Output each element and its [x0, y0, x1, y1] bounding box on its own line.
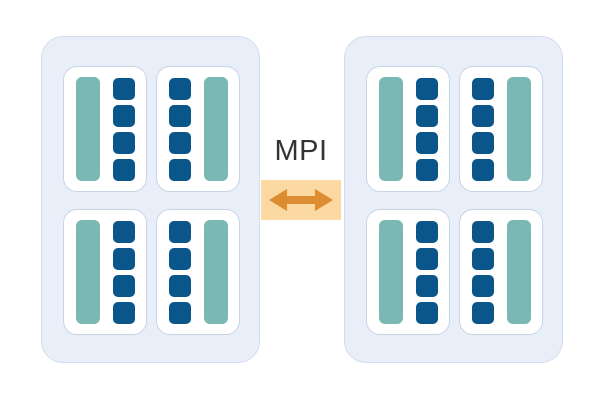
core-square-icon	[112, 131, 135, 154]
core-square-icon	[471, 274, 494, 297]
core-square-icon	[112, 77, 135, 100]
memory-bar-icon	[75, 220, 100, 324]
core-square-icon	[112, 274, 135, 297]
memory-bar-icon	[203, 77, 228, 181]
core-square-icon	[471, 77, 494, 100]
core-square-icon	[168, 131, 191, 154]
core-square-icon	[471, 104, 494, 127]
core-square-icon	[168, 301, 191, 324]
core-square-icon	[415, 274, 438, 297]
core-square-icon	[415, 247, 438, 270]
core-square-icon	[168, 77, 191, 100]
core-square-icon	[415, 220, 438, 243]
core-square-icon	[471, 220, 494, 243]
socket-card-b1	[459, 66, 543, 192]
core-column	[168, 220, 191, 324]
core-square-icon	[112, 247, 135, 270]
mpi-label: MPI	[274, 135, 328, 167]
memory-bar-icon	[203, 220, 228, 324]
core-square-icon	[415, 158, 438, 181]
memory-bar-icon	[378, 77, 403, 181]
double-headed-horizontal-arrow-icon	[269, 189, 333, 211]
mpi-arrow-box	[261, 180, 341, 220]
core-column	[415, 77, 438, 181]
core-square-icon	[168, 247, 191, 270]
core-square-icon	[415, 301, 438, 324]
socket-card-b2	[366, 209, 450, 335]
core-column	[112, 220, 135, 324]
core-square-icon	[112, 301, 135, 324]
core-square-icon	[471, 158, 494, 181]
core-square-icon	[168, 158, 191, 181]
memory-bar-icon	[506, 220, 531, 324]
core-square-icon	[112, 220, 135, 243]
core-square-icon	[415, 104, 438, 127]
core-square-icon	[168, 104, 191, 127]
socket-card-a0	[63, 66, 147, 192]
node-panel-right	[344, 36, 563, 363]
core-column	[112, 77, 135, 181]
core-square-icon	[471, 301, 494, 324]
core-square-icon	[168, 220, 191, 243]
socket-card-b3	[459, 209, 543, 335]
socket-card-b0	[366, 66, 450, 192]
core-column	[471, 220, 494, 324]
socket-card-a3	[156, 209, 240, 335]
core-column	[168, 77, 191, 181]
core-square-icon	[168, 274, 191, 297]
core-column	[471, 77, 494, 181]
memory-bar-icon	[75, 77, 100, 181]
memory-bar-icon	[378, 220, 403, 324]
core-square-icon	[112, 158, 135, 181]
memory-bar-icon	[506, 77, 531, 181]
core-square-icon	[471, 247, 494, 270]
core-column	[415, 220, 438, 324]
socket-card-a2	[63, 209, 147, 335]
core-square-icon	[112, 104, 135, 127]
mpi-link: MPI	[261, 128, 341, 220]
node-panel-left	[41, 36, 260, 363]
socket-card-a1	[156, 66, 240, 192]
core-square-icon	[471, 131, 494, 154]
core-square-icon	[415, 131, 438, 154]
core-square-icon	[415, 77, 438, 100]
